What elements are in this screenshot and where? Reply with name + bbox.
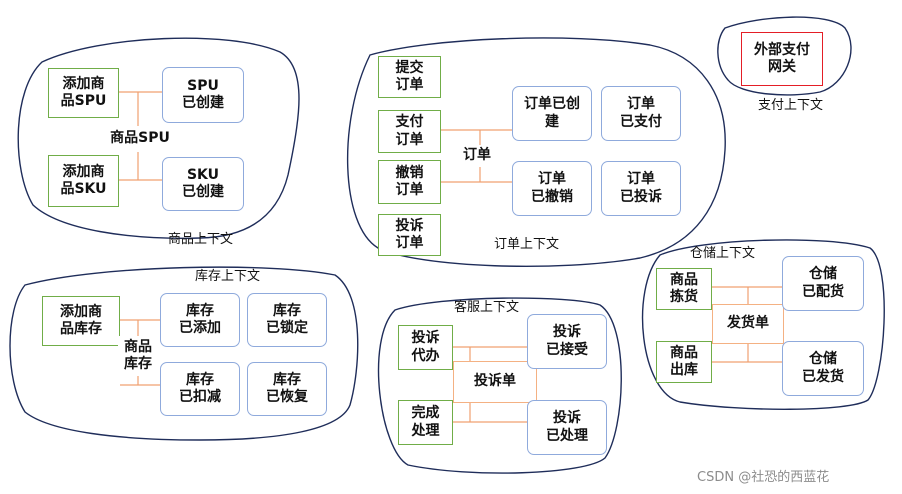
product-context-boundary [17,37,300,239]
command-complaint-todo: 投诉 代办 [398,325,453,370]
event-order-created: 订单已创 建 [512,86,592,141]
event-warehouse-allocated: 仓储 已配货 [782,256,864,311]
payment-context-label: 支付上下文 [758,98,824,113]
order-context-boundary [346,37,726,267]
command-pay-order: 支付 订单 [378,110,441,153]
inventory-context-label: 库存上下文 [195,269,261,284]
command-add-product-spu: 添加商 品SPU [48,68,119,118]
command-ship-goods: 商品 出库 [656,341,712,383]
event-warehouse-shipped: 仓储 已发货 [782,341,864,396]
event-stock-locked: 库存 已锁定 [247,293,327,347]
event-order-cancelled: 订单 已撤销 [512,161,592,216]
aggregate-product-spu: 商品SPU [95,126,185,152]
warehouse-context-boundary [641,239,885,410]
inventory-context-boundary [9,266,359,441]
aggregate-product-stock: 商品 库存 [118,336,158,376]
event-order-complained: 订单 已投诉 [601,161,681,216]
command-complete-handling: 完成 处理 [398,400,453,445]
product-context-label: 商品上下文 [168,232,234,247]
aggregate-delivery-order: 发货单 [712,304,784,344]
command-add-product-sku: 添加商 品SKU [48,155,119,207]
command-complain-order: 投诉 订单 [378,214,441,256]
service-context-boundary [377,297,622,474]
aggregate-order: 订单 [455,145,499,167]
command-submit-order: 提交 订单 [378,56,441,98]
event-order-paid: 订单 已支付 [601,86,681,141]
payment-context-boundary [717,16,852,96]
event-stock-deducted: 库存 已扣减 [160,362,240,416]
event-sku-created: SKU 已创建 [162,157,244,211]
event-stock-restored: 库存 已恢复 [247,362,327,416]
order-context-label: 订单上下文 [494,237,560,252]
external-payment-gateway: 外部支付 网关 [741,32,823,86]
command-pick-goods: 商品 拣货 [656,268,712,310]
warehouse-context-label: 仓储上下文 [690,246,756,261]
event-spu-created: SPU 已创建 [162,67,244,123]
event-complaint-accepted: 投诉 已接受 [527,314,607,369]
event-stock-added: 库存 已添加 [160,293,240,347]
command-cancel-order: 撤销 订单 [378,160,441,204]
watermark: CSDN @社恐的西蓝花 [697,470,830,485]
event-complaint-handled: 投诉 已处理 [527,400,607,455]
command-add-product-stock: 添加商 品库存 [42,296,120,346]
aggregate-complaint: 投诉单 [453,361,537,403]
service-context-label: 客服上下文 [454,300,520,315]
